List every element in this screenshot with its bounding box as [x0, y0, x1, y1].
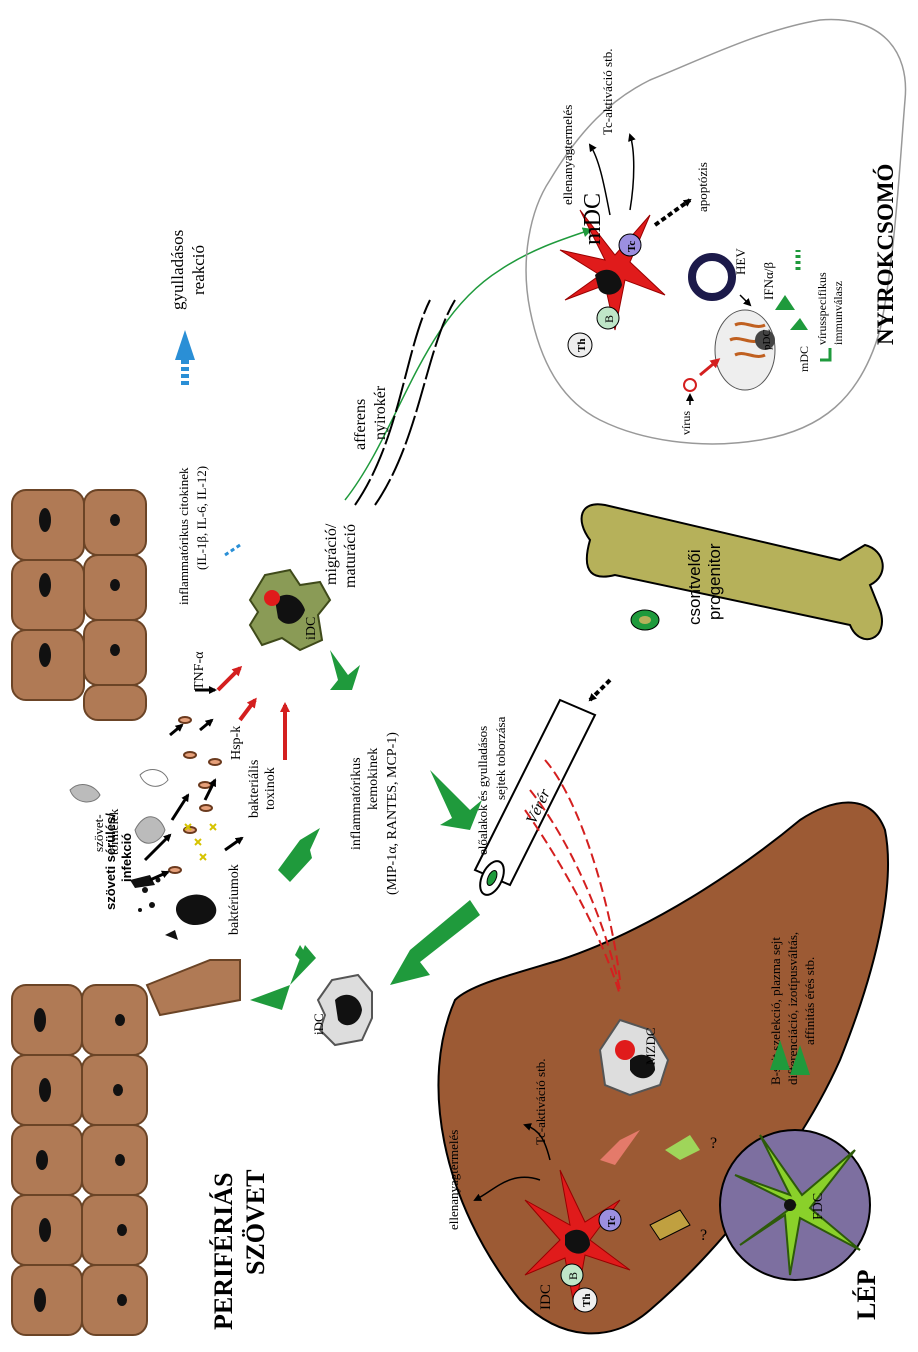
nyirokcsomo-label: NYIROKCSOMÓ — [872, 164, 898, 345]
spleen-outcomes: ellenanyagtermelés Tc-aktiváció stb. — [446, 1059, 551, 1230]
hev-pdc: HEV pDC IFNα/β vírusspecifikus immunvála… — [679, 248, 845, 435]
gyull-line1: gyulladásos — [168, 230, 187, 310]
damage-labels: szöveti sérülés/ infekció szövet- törmel… — [91, 651, 278, 935]
mzdc-label: MZDC — [643, 1027, 658, 1065]
mzdc-cell: MZDC — [598, 1018, 670, 1097]
fdc-label: FDC — [811, 1193, 826, 1220]
lymph-outcomes: ellenanyagtermelés Tc-aktiváció stb. apo… — [560, 49, 710, 227]
idc-spleen-cell: IDC Th B Tc — [524, 1169, 631, 1313]
red-arrows — [216, 665, 290, 760]
b-spleen: B — [566, 1272, 580, 1280]
afferent-lymph: afferens nyirokér — [344, 227, 593, 506]
idc-left-label: iDC — [311, 1013, 326, 1035]
tc-ny: Tc — [626, 241, 638, 252]
virus-spec-line1: vírusspecifikus — [815, 272, 829, 345]
migracio-line2: maturáció — [342, 524, 359, 588]
hspk-label: Hsp-k — [229, 726, 244, 760]
bacteria-yellow — [184, 823, 217, 861]
infl-kemo-line1: inflammatórikus — [349, 757, 364, 850]
tissue-debris — [69, 769, 217, 940]
bakteriumok-label: baktériumok — [227, 864, 242, 935]
mdc-small-label: mDC — [797, 346, 811, 372]
spleen-green-arrows — [770, 1040, 810, 1075]
b-ny: B — [602, 315, 616, 323]
periferias-line2: SZÖVET — [241, 1170, 270, 1276]
ifn-label: IFNα/β — [761, 262, 776, 300]
red-dashed — [524, 759, 621, 996]
idc-left-cell: iDC — [311, 973, 373, 1047]
th-ny: Th — [576, 339, 588, 352]
bsejt-line3: affinitás érés stb. — [802, 957, 817, 1045]
infl-chemokines-label: inflammatórikus kemokinek (MIP-1α, RANTE… — [349, 732, 400, 895]
ellen-lep: ellenanyagtermelés — [446, 1130, 461, 1230]
bakterialis-line1: bakteriális — [247, 760, 262, 818]
green-arrows — [250, 650, 482, 1010]
periferias-label: PERIFÉRIÁS SZÖVET — [209, 1170, 270, 1331]
infl-kemo-line2: kemokinek — [366, 748, 381, 810]
periferias-line1: PERIFÉRIÁS — [209, 1173, 238, 1330]
gyull-line2: reakció — [189, 245, 208, 295]
virus-spec-line2: immunválasz — [831, 281, 845, 345]
lep-label: LÉP — [852, 1269, 881, 1320]
csontveloi-line1: csontvelői — [685, 549, 704, 625]
szovet-line1: szövet- — [91, 814, 106, 852]
infl-cytokines-label: inflammatórikus citokinek (IL-1β, IL-6, … — [168, 230, 359, 605]
th-spleen: Th — [581, 1294, 593, 1307]
csontveloi-line2: progenitor — [705, 543, 724, 620]
bsejt-line2: differenciáció, izotípusváltás, — [785, 932, 800, 1085]
szovet-line2: törmelék — [106, 808, 121, 855]
ellen-ny: ellenanyagtermelés — [560, 105, 575, 205]
infl-cyto-line1: inflammatórikus citokinek — [176, 467, 191, 605]
tc-ny-label: Tc-aktiváció stb. — [600, 49, 615, 135]
question-1: ? — [710, 1135, 717, 1152]
tc-lep: Tc-aktiváció stb. — [533, 1059, 548, 1145]
infl-kemo-line3: (MIP-1α, RANTES, MCP-1) — [385, 732, 400, 895]
afferens-line2: nyirokér — [372, 385, 389, 440]
bacteria — [168, 716, 222, 874]
virus-label: vírus — [679, 411, 693, 435]
idc-top-label: iDC — [304, 617, 319, 640]
peripheral-tissue — [11, 489, 241, 1336]
szoveti-line1: szöveti sérülés/ — [103, 813, 118, 910]
idc-top-cell: iDC — [248, 568, 332, 652]
pdc-label: pDC — [761, 329, 773, 350]
infl-cyto-line2: (IL-1β, IL-6, IL-12) — [194, 466, 209, 570]
mdc-lymph-cell: mDC Th B Tc — [559, 193, 666, 358]
spleen-arrows: ? ? — [600, 1130, 717, 1244]
blue-arrows — [175, 330, 241, 557]
eloalakok-line1: előalakok és gyulladásos — [475, 726, 490, 855]
lymph-node: NYIROKCSOMÓ — [525, 18, 907, 445]
idc-spleen-label: IDC — [538, 1284, 554, 1310]
mdc-label: mDC — [580, 193, 606, 245]
afferens-line1: afferens — [352, 399, 369, 450]
bone: csontvelői progenitor — [580, 503, 884, 702]
question-2: ? — [700, 1227, 707, 1244]
debris-arrows — [143, 686, 244, 882]
fdc-region: FDC — [719, 1129, 871, 1281]
bakterialis-line2: toxinok — [263, 767, 278, 810]
eloalakok-line2: sejtek toborzása — [493, 716, 508, 800]
blood-vessel: Vérér előalakok és gyulladásos sejtek to… — [473, 698, 597, 896]
migracio-line1: migráció/ — [323, 523, 340, 585]
apoptozis-label: apoptózis — [695, 162, 710, 212]
szoveti-line2: infekció — [119, 833, 134, 882]
tnf-label: TNF-α — [192, 651, 207, 690]
tc-spleen: Tc — [606, 1216, 618, 1227]
hev-label: HEV — [733, 248, 748, 275]
